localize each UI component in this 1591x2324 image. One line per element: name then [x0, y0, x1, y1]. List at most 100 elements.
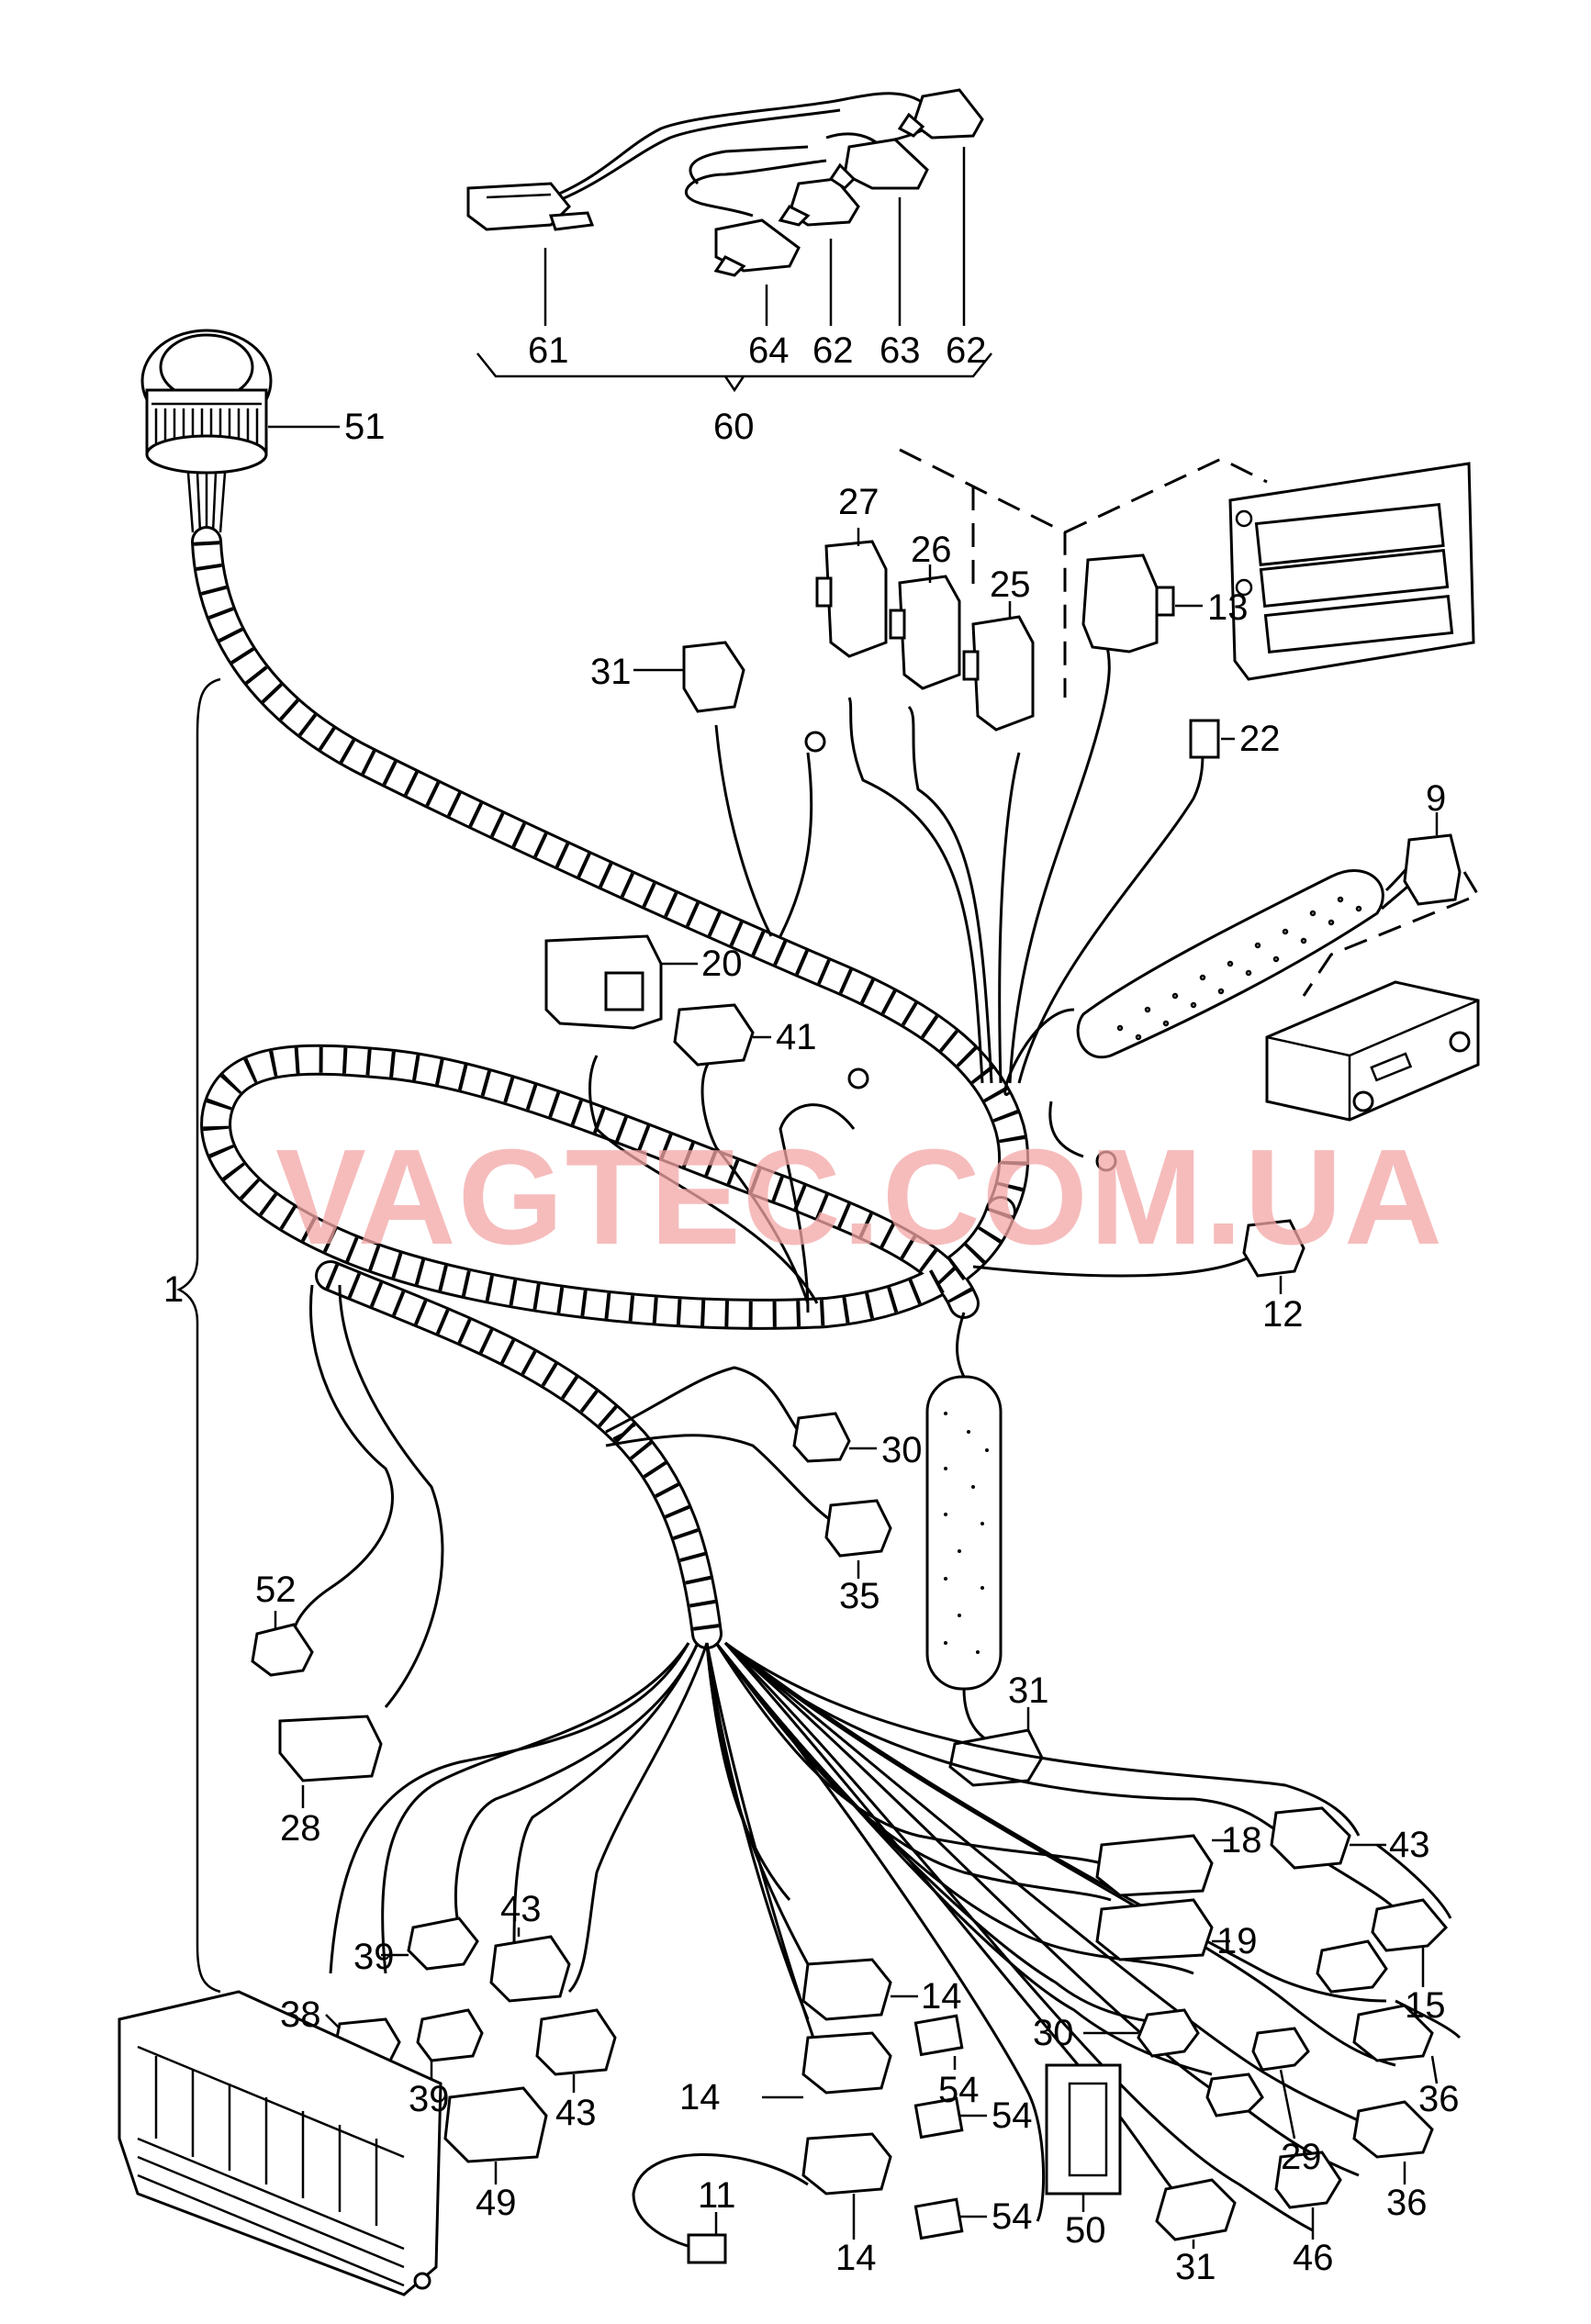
- mid-wires: [292, 1284, 836, 1708]
- connector-39-b: [416, 2008, 484, 2079]
- relay-54-b: [913, 2096, 987, 2140]
- label-26: 26: [911, 530, 952, 570]
- connector-61: [466, 182, 595, 231]
- ring-terminal-3: [1095, 1150, 1117, 1172]
- connector-27: [815, 528, 888, 658]
- relay-54-a: [913, 2014, 964, 2070]
- connector-19: [1095, 1898, 1230, 1961]
- label-36-lower: 36: [1386, 2183, 1428, 2223]
- label-54-a: 54: [938, 2070, 980, 2110]
- connector-31-bottom: [1155, 2178, 1237, 2249]
- upper-wires: [588, 642, 1434, 1750]
- label-38: 38: [280, 1994, 321, 2035]
- connector-35: [824, 1499, 892, 1579]
- connector-25: [962, 601, 1035, 732]
- ring-terminal-2: [847, 1067, 869, 1089]
- connector-29-a: [1251, 2027, 1310, 2072]
- label-62-upper: 62: [946, 330, 987, 371]
- label-52: 52: [255, 1570, 297, 1610]
- label-14-b: 14: [679, 2077, 721, 2117]
- brace-1: [176, 677, 221, 1994]
- label-35: 35: [839, 1576, 880, 1616]
- label-50: 50: [1065, 2210, 1106, 2251]
- label-43-right: 43: [1389, 1825, 1430, 1865]
- label-54-b: 54: [992, 2095, 1033, 2136]
- connector-49: [443, 2086, 548, 2184]
- label-14-a: 14: [921, 1976, 962, 2017]
- connector-28: [278, 1715, 383, 1808]
- dash-line-13: [1064, 457, 1268, 534]
- connector-62-lower: [778, 177, 860, 227]
- connector-52: [251, 1611, 314, 1677]
- label-20: 20: [701, 944, 743, 984]
- relay-54-c: [913, 2197, 987, 2240]
- label-13: 13: [1207, 587, 1249, 628]
- fuse-relay-panel: [118, 1990, 443, 2296]
- radio-unit: [1265, 980, 1480, 1122]
- label-39-a: 39: [353, 1937, 395, 1977]
- label-60: 60: [713, 407, 755, 447]
- label-14-c: 14: [835, 2238, 877, 2278]
- connector-11: [687, 2212, 727, 2264]
- connector-20: [544, 934, 698, 1030]
- label-51: 51: [344, 407, 386, 447]
- sub-harness-60: [466, 88, 992, 393]
- label-19: 19: [1216, 1921, 1258, 1961]
- connector-31-mid: [948, 1707, 1044, 1787]
- connector-12: [1242, 1219, 1305, 1294]
- connector-36-upper: [1352, 2004, 1439, 2084]
- label-61: 61: [528, 330, 569, 371]
- connector-26: [889, 564, 961, 690]
- round-connector-51: [140, 329, 340, 533]
- watermark-text: VAGTEC.COM.UA: [275, 1122, 1444, 1273]
- connector-18: [1095, 1834, 1230, 1897]
- connector-41: [673, 1003, 771, 1067]
- leader-29: [1279, 2069, 1296, 2140]
- label-31-mid: 31: [1008, 1670, 1049, 1711]
- label-18: 18: [1221, 1820, 1262, 1860]
- label-9: 9: [1426, 778, 1446, 819]
- label-62-lower: 62: [812, 330, 854, 371]
- connector-13: [1081, 553, 1203, 654]
- label-64: 64: [748, 330, 790, 371]
- control-panel: [1228, 462, 1475, 681]
- label-54-c: 54: [992, 2196, 1033, 2237]
- label-15: 15: [1405, 1985, 1446, 2026]
- connector-22: [1189, 719, 1235, 759]
- connector-9: [1403, 812, 1462, 906]
- label-43-left-top: 43: [500, 1889, 542, 1929]
- label-28: 28: [280, 1808, 321, 1849]
- ring-terminal-1: [804, 731, 826, 753]
- connector-39-a: [381, 1916, 479, 1971]
- label-31-top: 31: [590, 652, 632, 692]
- label-30-lower: 30: [1033, 2013, 1074, 2053]
- relay-holder-14-c: [801, 2132, 892, 2240]
- sleeve-right: [1076, 869, 1384, 1059]
- label-41: 41: [776, 1017, 817, 1057]
- label-22: 22: [1239, 719, 1281, 759]
- label-27: 27: [838, 482, 880, 522]
- connector-63: [828, 138, 929, 190]
- label-49: 49: [476, 2183, 517, 2223]
- connector-30-lower: [1083, 2008, 1200, 2058]
- label-30-upper: 30: [881, 1430, 923, 1470]
- label-31-bottom: 31: [1175, 2247, 1216, 2287]
- connector-30-upper: [792, 1412, 877, 1463]
- connector-46: [1274, 2151, 1342, 2240]
- label-12: 12: [1262, 1294, 1304, 1335]
- label-46: 46: [1293, 2238, 1334, 2278]
- connector-62-upper: [897, 88, 984, 140]
- connector-43-right: [1270, 1806, 1386, 1870]
- connector-29-b: [1205, 2073, 1264, 2117]
- label-36-upper: 36: [1418, 2079, 1460, 2119]
- label-29: 29: [1281, 2137, 1322, 2177]
- dash-line-9: [1302, 871, 1481, 997]
- label-63: 63: [880, 330, 921, 371]
- label-1: 1: [163, 1269, 184, 1310]
- connector-36-lower: [1352, 2100, 1434, 2184]
- connector-15-a: [1371, 1898, 1449, 1952]
- connector-31-top: [633, 641, 745, 713]
- label-39-b: 39: [409, 2079, 450, 2119]
- label-25: 25: [990, 564, 1031, 605]
